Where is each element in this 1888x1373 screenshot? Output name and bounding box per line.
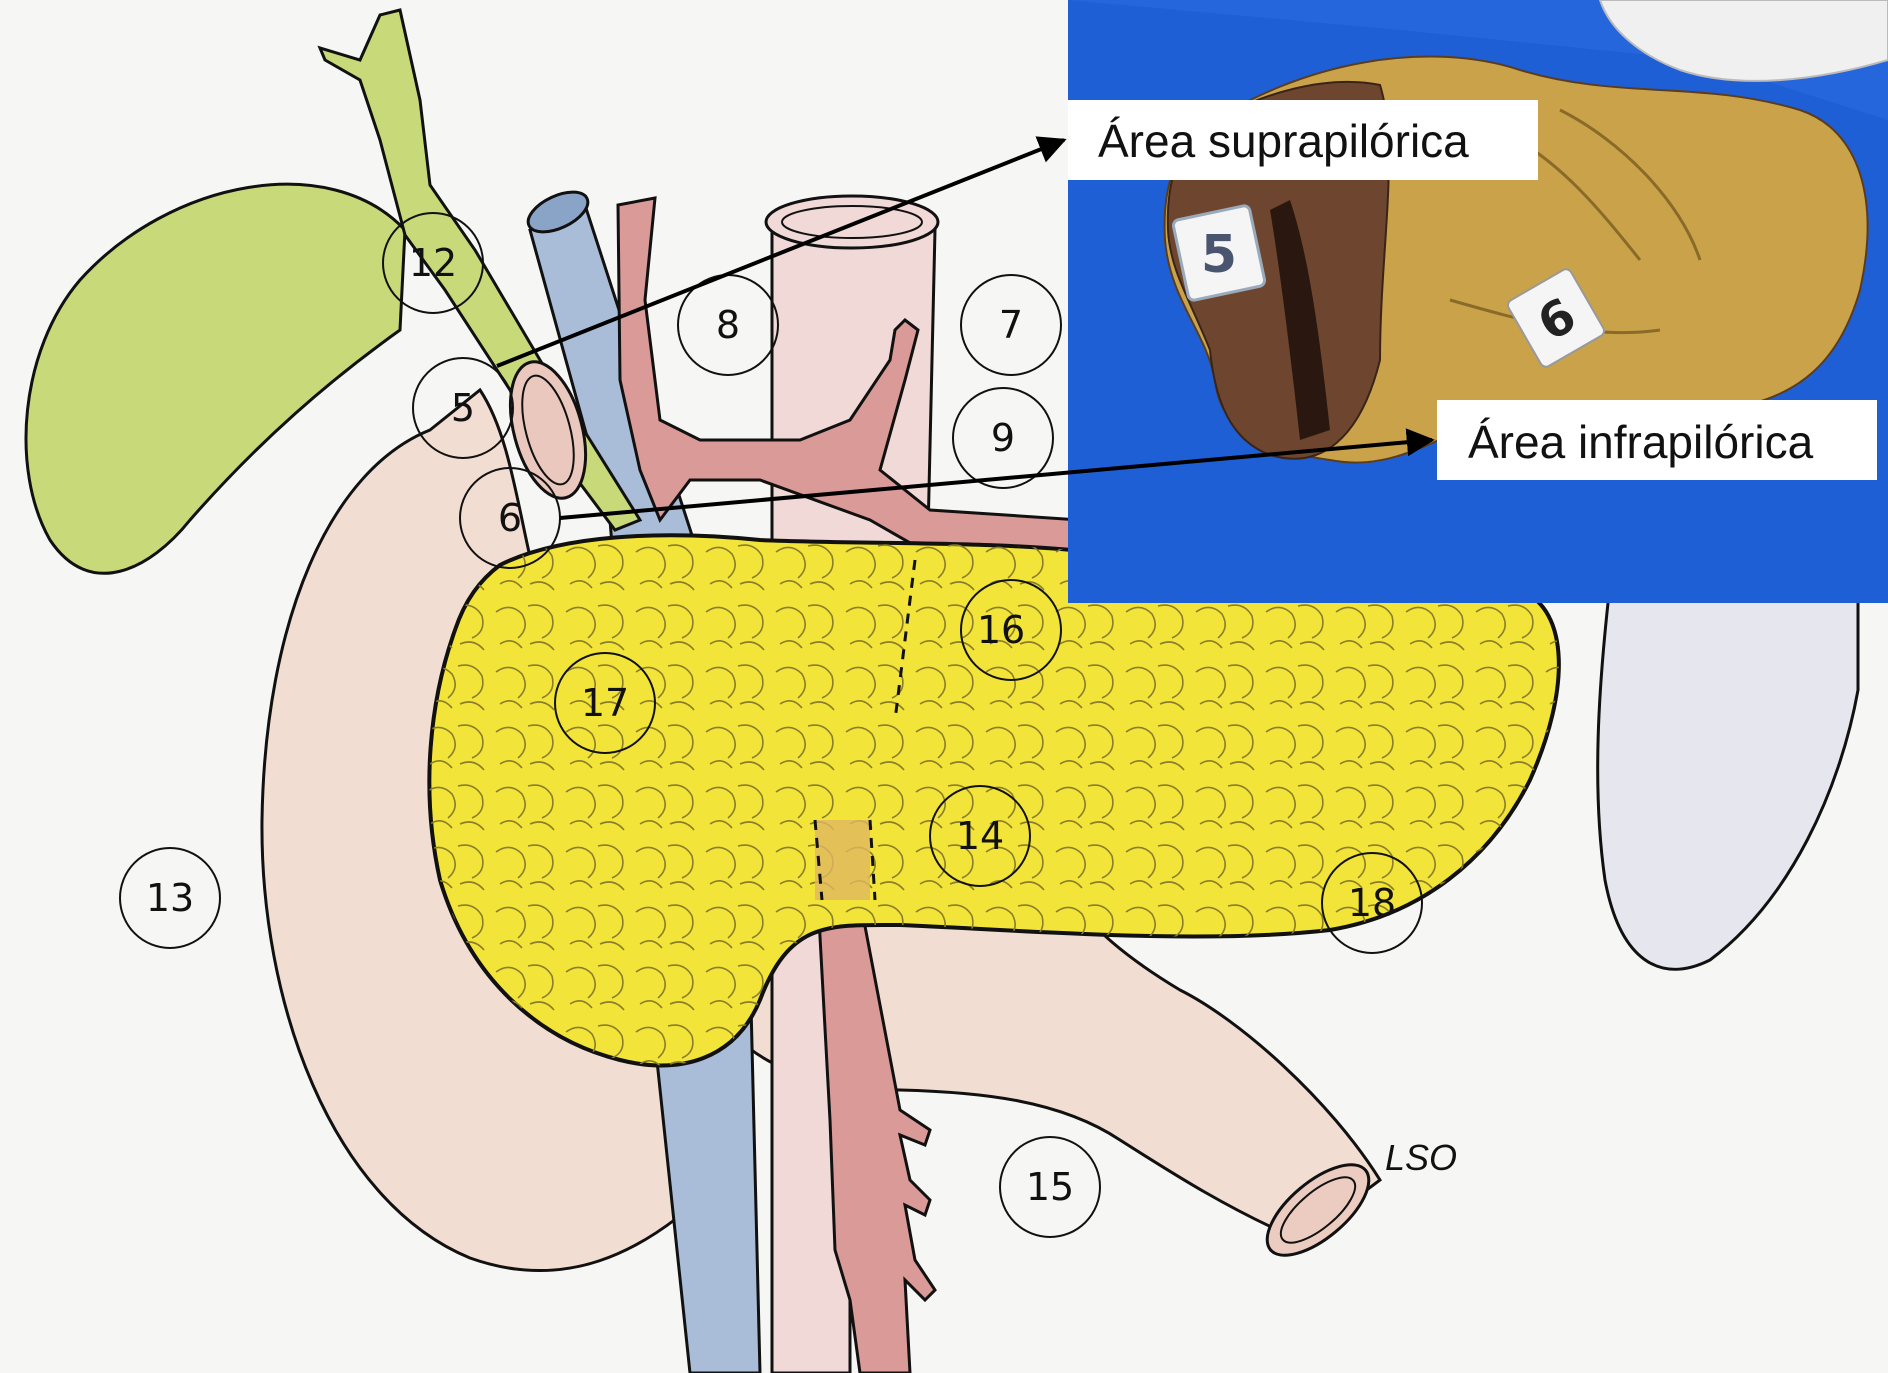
callout-suprapyloric: Área suprapilórica [1068, 100, 1538, 180]
station-7: 7 [961, 275, 1061, 375]
station-5-label: 5 [451, 386, 475, 430]
station-13: 13 [120, 848, 220, 948]
photo-marker-5-text: 5 [1201, 225, 1237, 285]
station-17-label: 17 [581, 681, 629, 725]
callout-infrapyloric: Área infrapilórica [1437, 400, 1877, 480]
lso-label: LSO [1385, 1137, 1457, 1178]
specimen-photo: 5 6 [1068, 0, 1888, 603]
callout-suprapyloric-text: Área suprapilórica [1098, 115, 1469, 167]
station-8-label: 8 [716, 303, 740, 347]
station-18-label: 18 [1348, 881, 1396, 925]
station-15-label: 15 [1026, 1165, 1074, 1209]
station-9-label: 9 [991, 416, 1015, 460]
callout-infrapyloric-text: Área infrapilórica [1468, 416, 1814, 468]
station-12-label: 12 [409, 241, 457, 285]
photo-marker-5: 5 [1172, 205, 1265, 301]
station-7-label: 7 [999, 303, 1023, 347]
station-6-label: 6 [498, 496, 522, 540]
spleen [1598, 573, 1858, 969]
aorta-opening [766, 196, 938, 248]
station-15: 15 [1000, 1137, 1100, 1237]
station-13-label: 13 [146, 876, 194, 920]
station-16-label: 16 [977, 608, 1025, 652]
station-14-label: 14 [956, 814, 1004, 858]
station-9: 9 [953, 388, 1053, 488]
